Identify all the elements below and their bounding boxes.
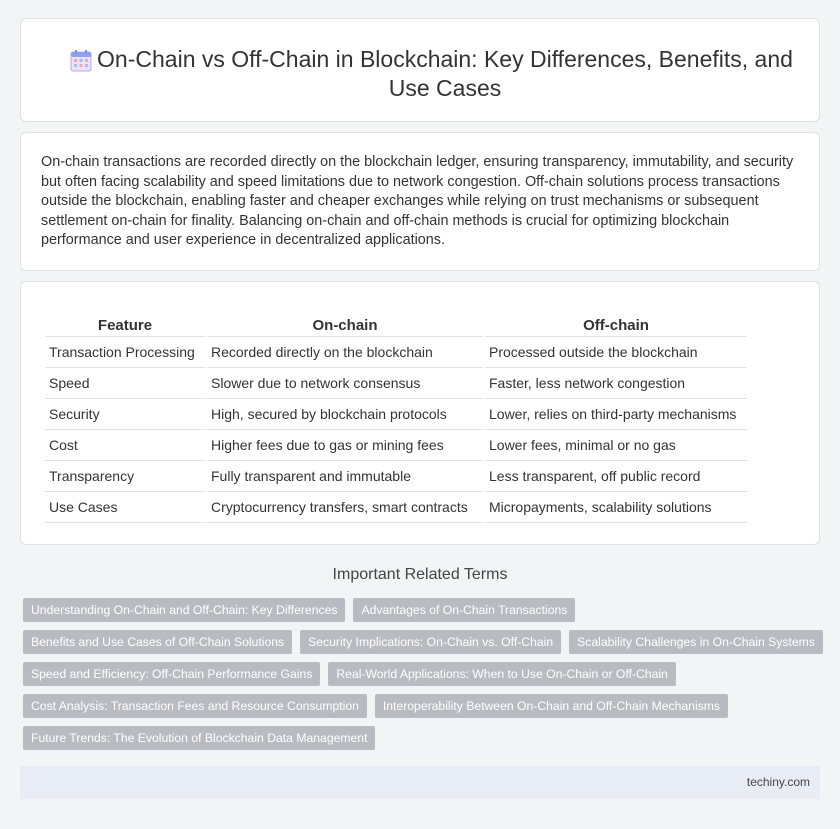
- table-cell: Less transparent, off public record: [485, 461, 747, 492]
- table-row: Transparency Fully transparent and immut…: [45, 461, 747, 492]
- table-cell: Speed: [45, 368, 205, 399]
- table-row: Cost Higher fees due to gas or mining fe…: [45, 430, 747, 461]
- table-row: Security High, secured by blockchain pro…: [45, 399, 747, 430]
- page-title: On-Chain vs Off-Chain in Blockchain: Key…: [97, 46, 793, 101]
- table-cell: Security: [45, 399, 205, 430]
- table-cell: Use Cases: [45, 492, 205, 523]
- tag-row: Speed and Efficiency: Off-Chain Performa…: [23, 662, 813, 686]
- table-cell: Faster, less network congestion: [485, 368, 747, 399]
- column-header: On-chain: [207, 316, 483, 337]
- calendar-grid-icon: [70, 50, 92, 72]
- tag-row: Future Trends: The Evolution of Blockcha…: [23, 726, 813, 750]
- related-term-tag[interactable]: Advantages of On-Chain Transactions: [353, 598, 576, 622]
- related-term-tag[interactable]: Speed and Efficiency: Off-Chain Performa…: [23, 662, 321, 686]
- footer-site-link[interactable]: techiny.com: [746, 775, 810, 789]
- related-term-tag[interactable]: Security Implications: On-Chain vs. Off-…: [300, 630, 562, 654]
- related-term-tag[interactable]: Benefits and Use Cases of Off-Chain Solu…: [23, 630, 293, 654]
- related-terms-heading: Important Related Terms: [332, 566, 508, 583]
- related-term-tag[interactable]: Future Trends: The Evolution of Blockcha…: [23, 726, 376, 750]
- table-cell: Lower, relies on third-party mechanisms: [485, 399, 747, 430]
- table-header-row: Feature On-chain Off-chain: [45, 316, 747, 337]
- table-row: Use Cases Cryptocurrency transfers, smar…: [45, 492, 747, 523]
- related-terms-list: Understanding On-Chain and Off-Chain: Ke…: [23, 598, 823, 758]
- comparison-table: Feature On-chain Off-chain Transaction P…: [43, 316, 749, 523]
- footer: techiny.com: [20, 766, 820, 799]
- tag-row: Understanding On-Chain and Off-Chain: Ke…: [23, 598, 813, 622]
- table-cell: Higher fees due to gas or mining fees: [207, 430, 483, 461]
- column-header: Off-chain: [485, 316, 747, 337]
- table-cell: Processed outside the blockchain: [485, 337, 747, 368]
- table-cell: Transparency: [45, 461, 205, 492]
- table-row: Speed Slower due to network consensus Fa…: [45, 368, 747, 399]
- tag-row: Benefits and Use Cases of Off-Chain Solu…: [23, 630, 823, 654]
- related-term-tag[interactable]: Scalability Challenges in On-Chain Syste…: [569, 630, 823, 654]
- table-cell: Transaction Processing: [45, 337, 205, 368]
- table-cell: Fully transparent and immutable: [207, 461, 483, 492]
- column-header: Feature: [45, 316, 205, 337]
- table-cell: High, secured by blockchain protocols: [207, 399, 483, 430]
- table-cell: Recorded directly on the blockchain: [207, 337, 483, 368]
- header-card: On-Chain vs Off-Chain in Blockchain: Key…: [20, 18, 820, 122]
- table-cell: Lower fees, minimal or no gas: [485, 430, 747, 461]
- related-term-tag[interactable]: Interoperability Between On-Chain and Of…: [374, 694, 729, 718]
- table-cell: Cryptocurrency transfers, smart contract…: [207, 492, 483, 523]
- comparison-card: Feature On-chain Off-chain Transaction P…: [20, 281, 820, 545]
- table-row: Transaction Processing Recorded directly…: [45, 337, 747, 368]
- related-term-tag[interactable]: Cost Analysis: Transaction Fees and Reso…: [23, 694, 367, 718]
- intro-paragraph: On-chain transactions are recorded direc…: [41, 154, 794, 249]
- table-cell: Cost: [45, 430, 205, 461]
- table-cell: Slower due to network consensus: [207, 368, 483, 399]
- related-term-tag[interactable]: Understanding On-Chain and Off-Chain: Ke…: [23, 598, 346, 622]
- tag-row: Cost Analysis: Transaction Fees and Reso…: [23, 694, 813, 718]
- table-cell: Micropayments, scalability solutions: [485, 492, 747, 523]
- related-term-tag[interactable]: Real-World Applications: When to Use On-…: [328, 662, 676, 686]
- intro-card: On-chain transactions are recorded direc…: [20, 132, 820, 271]
